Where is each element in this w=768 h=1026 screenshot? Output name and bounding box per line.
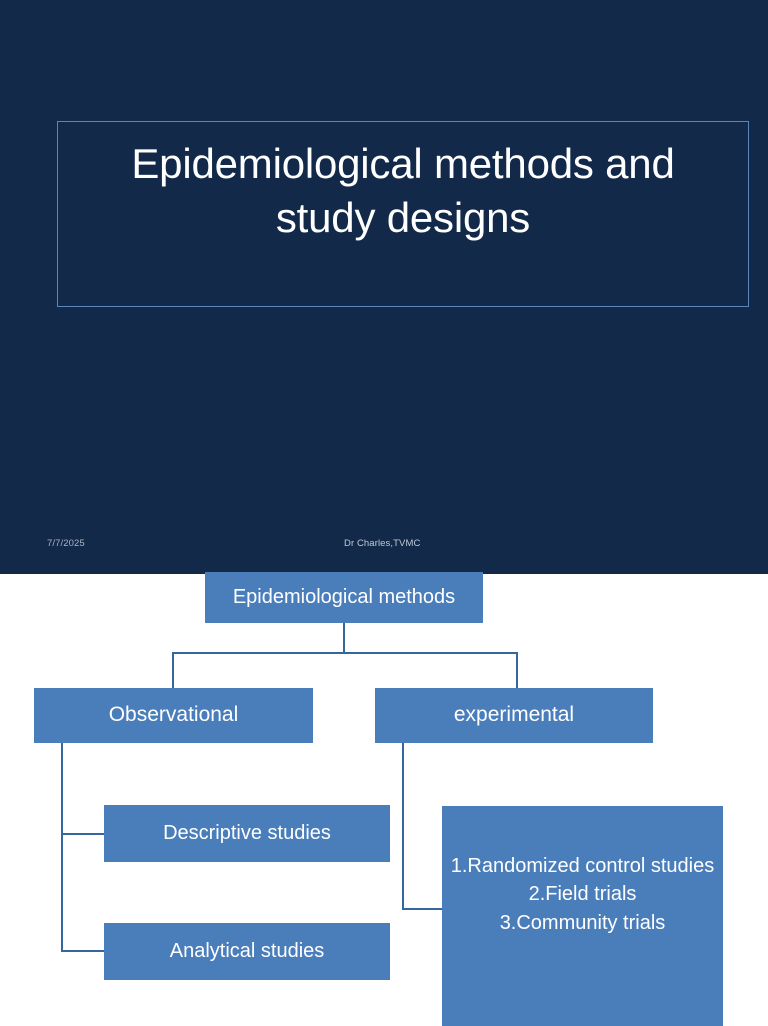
footer-date: 7/7/2025 [47, 538, 85, 549]
title-slide: Epidemiological methods and study design… [0, 0, 768, 574]
node-descriptive-studies[interactable]: Descriptive studies [104, 805, 390, 862]
footer-author: Dr Charles,TVMC [344, 538, 421, 549]
node-analytical-studies[interactable]: Analytical studies [104, 923, 390, 980]
node-experimental-study-types[interactable]: 1.Randomized control studies 2.Field tri… [442, 806, 723, 1026]
connector-observational-stem [61, 743, 63, 952]
connector-to-observational [172, 652, 174, 688]
slide-footer: 7/7/2025 Dr Charles,TVMC [0, 538, 768, 558]
connector-to-experimental-types [402, 908, 443, 910]
connector-to-experimental [516, 652, 518, 688]
connector-root-stem [343, 623, 345, 653]
connector-split-bar [172, 652, 518, 654]
diagram-slide: Epidemiological methods Observational ex… [0, 572, 768, 1026]
title-placeholder-frame: Epidemiological methods and study design… [57, 121, 749, 307]
node-epidemiological-methods[interactable]: Epidemiological methods [205, 572, 483, 623]
connector-experimental-stem [402, 743, 404, 910]
node-observational[interactable]: Observational [34, 688, 313, 743]
node-experimental[interactable]: experimental [375, 688, 653, 743]
connector-to-analytical [61, 950, 104, 952]
connector-to-descriptive [61, 833, 104, 835]
page-title: Epidemiological methods and study design… [131, 140, 675, 241]
